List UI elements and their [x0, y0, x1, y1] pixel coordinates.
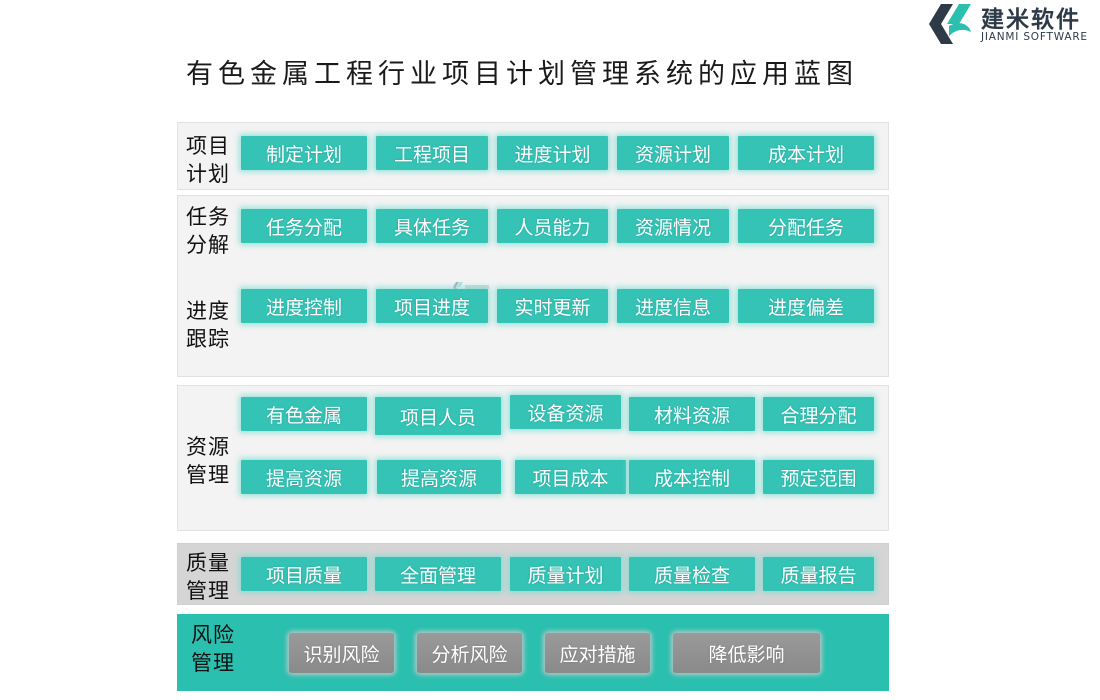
- node-quality-2[interactable]: 全面管理: [375, 557, 501, 591]
- node-task-3[interactable]: 人员能力: [497, 209, 608, 243]
- label-progress-tracking: 进度 跟踪: [186, 299, 230, 351]
- node-resource-2-1[interactable]: 提高资源: [241, 460, 367, 494]
- node-risk-2[interactable]: 分析风险: [417, 633, 522, 673]
- node-risk-1[interactable]: 识别风险: [289, 633, 394, 673]
- brand-logo: 建米软件 JIANMI SOFTWARE: [925, 0, 1100, 46]
- node-resource-1-3[interactable]: 设备资源: [510, 395, 621, 429]
- node-task-5[interactable]: 分配任务: [738, 209, 874, 243]
- page-title: 有色金属工程行业项目计划管理系统的应用蓝图: [186, 59, 858, 90]
- label-task-breakdown: 任务 分解: [186, 205, 230, 257]
- node-track-3[interactable]: 实时更新: [497, 289, 608, 323]
- node-plan-4[interactable]: 资源计划: [617, 136, 729, 170]
- node-plan-5[interactable]: 成本计划: [738, 136, 874, 170]
- node-risk-3[interactable]: 应对措施: [545, 633, 650, 673]
- brand-name-cn: 建米软件: [981, 7, 1081, 33]
- node-resource-2-5[interactable]: 预定范围: [763, 460, 874, 494]
- node-quality-5[interactable]: 质量报告: [763, 557, 874, 591]
- node-resource-2-4[interactable]: 成本控制: [629, 460, 755, 494]
- node-resource-1-1[interactable]: 有色金属: [241, 397, 367, 431]
- node-quality-1[interactable]: 项目质量: [241, 557, 367, 591]
- node-track-2[interactable]: 项目进度: [376, 289, 488, 323]
- label-quality-management: 质量 管理: [186, 551, 230, 603]
- node-track-1[interactable]: 进度控制: [241, 289, 367, 323]
- node-task-1[interactable]: 任务分配: [241, 209, 367, 243]
- node-track-5[interactable]: 进度偏差: [738, 289, 874, 323]
- node-quality-3[interactable]: 质量计划: [510, 557, 621, 591]
- label-project-plan: 项目 计划: [186, 134, 230, 186]
- node-resource-1-2[interactable]: 项目人员: [375, 397, 501, 435]
- node-track-4[interactable]: 进度信息: [617, 289, 729, 323]
- node-plan-3[interactable]: 进度计划: [497, 136, 608, 170]
- node-resource-1-5[interactable]: 合理分配: [763, 397, 874, 431]
- node-resource-2-3[interactable]: 项目成本: [515, 460, 626, 494]
- label-resource-management: 资源 管理: [186, 435, 230, 487]
- node-plan-1[interactable]: 制定计划: [241, 136, 367, 170]
- node-plan-2[interactable]: 工程项目: [376, 136, 488, 170]
- brand-name-en: JIANMI SOFTWARE: [981, 31, 1088, 43]
- jianmi-logo-icon: [929, 4, 971, 44]
- node-task-2[interactable]: 具体任务: [376, 209, 488, 243]
- label-risk-management: 风险 管理: [191, 623, 235, 675]
- node-quality-4[interactable]: 质量检查: [629, 557, 755, 591]
- node-task-4[interactable]: 资源情况: [617, 209, 729, 243]
- node-risk-4[interactable]: 降低影响: [673, 633, 820, 673]
- node-resource-2-2[interactable]: 提高资源: [377, 460, 501, 494]
- node-resource-1-4[interactable]: 材料资源: [629, 397, 755, 431]
